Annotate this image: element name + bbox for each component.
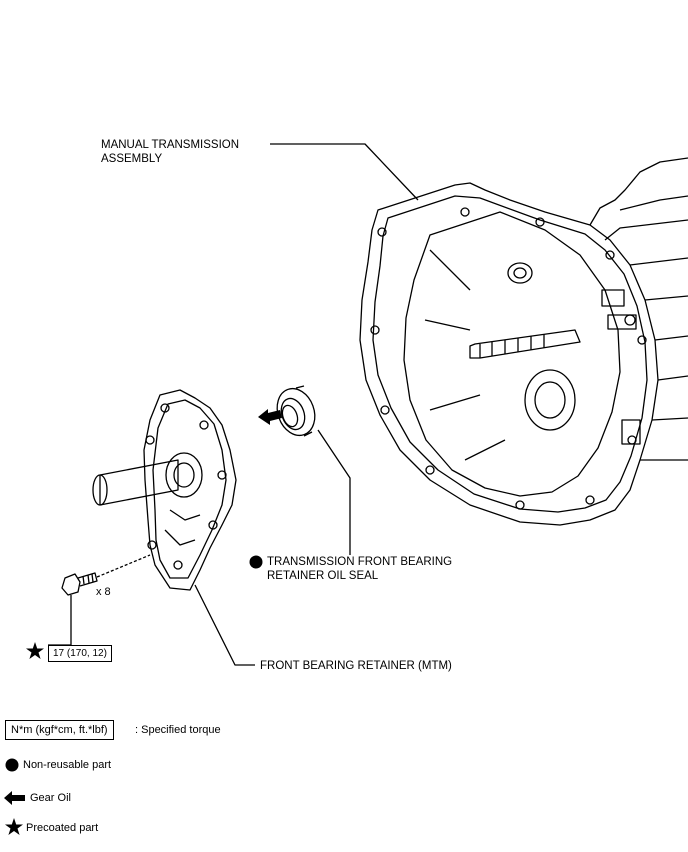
- oil-seal-label-line2: RETAINER OIL SEAL: [267, 570, 379, 582]
- star-icon: [5, 818, 23, 835]
- front-bearing-retainer-label: FRONT BEARING RETAINER (MTM): [260, 660, 452, 672]
- bolt-quantity-label: x 8: [96, 586, 111, 598]
- precoated-marker-icon: [26, 642, 44, 659]
- manual-transmission-label-line1: MANUAL TRANSMISSION: [101, 139, 240, 151]
- bolt: [61, 573, 81, 596]
- oil-seal-label-line1: TRANSMISSION FRONT BEARING: [267, 556, 453, 568]
- left-arrow-icon: [4, 791, 25, 805]
- manual-transmission-label-line2: ASSEMBLY: [101, 153, 163, 165]
- torque-value-box: 17 (170, 12): [48, 645, 112, 662]
- transmission-bell-housing: [359, 182, 659, 526]
- front-bearing-retainer: [143, 389, 237, 591]
- legend-gear-oil: Gear Oil: [30, 792, 71, 804]
- legend-torque-box: N*m (kgf*cm, ft.*lbf): [5, 720, 114, 740]
- legend-precoated: Precoated part: [26, 822, 99, 834]
- legend-non-reusable: Non-reusable part: [23, 759, 112, 771]
- non-reusable-marker-icon: [249, 555, 263, 569]
- filled-circle-icon: [5, 758, 19, 772]
- legend-torque-desc: : Specified torque: [135, 724, 221, 736]
